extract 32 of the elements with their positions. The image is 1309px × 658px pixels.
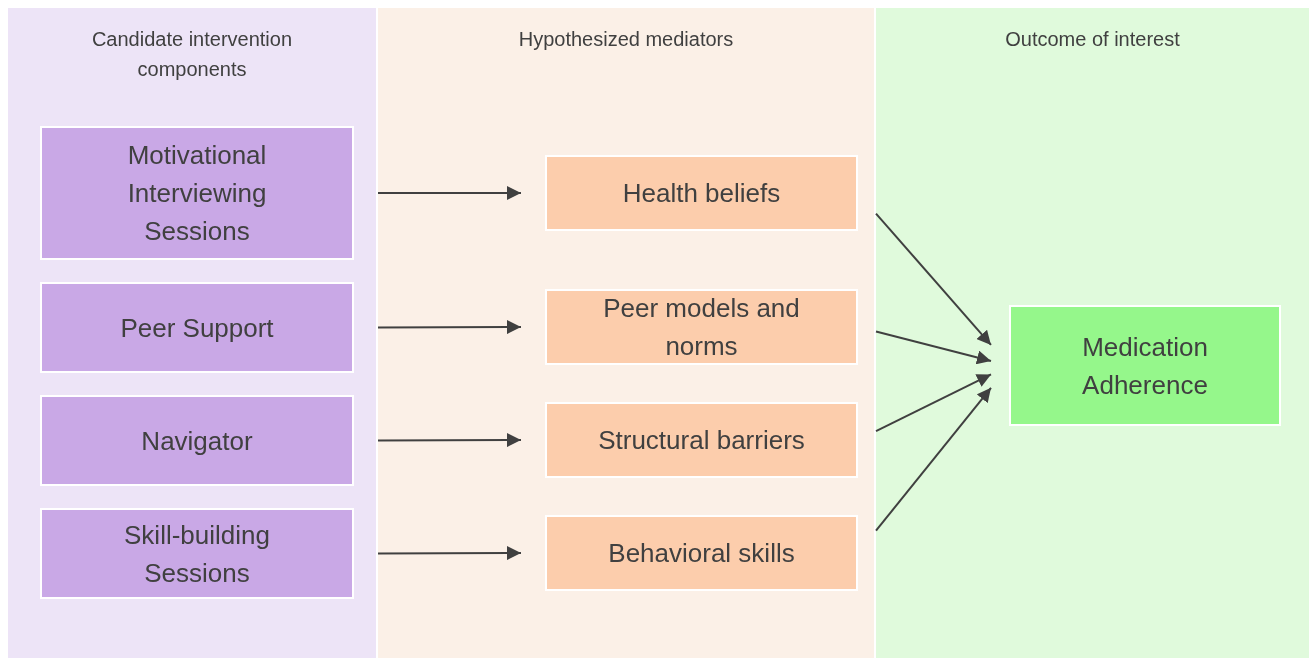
arrow <box>875 386 992 532</box>
arrow <box>875 330 992 365</box>
column-band <box>876 8 1309 658</box>
box-label: Medication Adherence <box>1081 330 1209 402</box>
arrow <box>377 546 522 561</box>
column-band <box>8 8 376 658</box>
column-heading: Outcome of interest <box>1004 27 1181 52</box>
arrow <box>875 212 992 346</box>
arrow <box>377 186 522 200</box>
component-box <box>40 508 354 599</box>
box-label: Behavioral skills <box>608 537 795 570</box>
box-label: Skill-building Sessions <box>123 518 271 590</box>
component-box <box>40 395 354 486</box>
box-label: Motivational Interviewing Sessions <box>126 139 268 248</box>
arrow <box>875 373 992 433</box>
mediator-box <box>545 155 858 231</box>
box-label: Navigator <box>141 424 253 458</box>
column-heading: Hypothesized mediators <box>517 27 735 52</box>
box-label: Structural barriers <box>598 424 805 457</box>
column-band <box>378 8 874 658</box>
arrow <box>377 433 522 448</box>
outcome-box <box>1009 305 1281 426</box>
component-box <box>40 282 354 373</box>
mediator-box <box>545 402 858 478</box>
box-label: Peer Support <box>120 311 274 345</box>
box-label: Peer models and norms <box>602 292 801 363</box>
component-box <box>40 126 354 260</box>
box-label: Health beliefs <box>622 177 781 210</box>
mediator-box <box>545 515 858 591</box>
arrow <box>377 320 522 335</box>
mediator-box <box>545 289 858 365</box>
column-heading: Candidate intervention components <box>90 27 294 82</box>
